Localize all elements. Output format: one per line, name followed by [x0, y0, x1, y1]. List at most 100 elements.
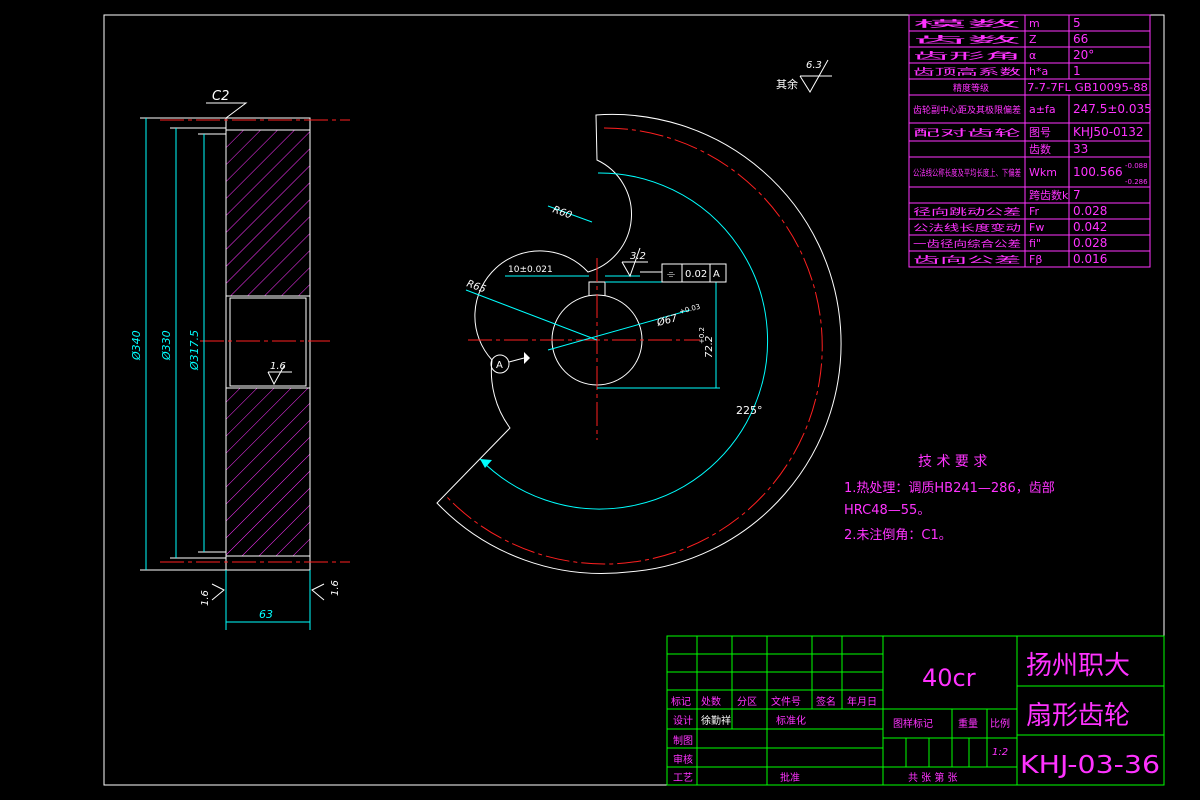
tech-line-2: HRC48—55。: [844, 503, 930, 518]
param-value: 0.028: [1073, 204, 1107, 218]
param-value: 7: [1073, 188, 1081, 202]
param-symbol: α: [1029, 49, 1036, 62]
tech-title: 技 术 要 求: [918, 454, 987, 470]
param-label: 公法线长度变动: [913, 222, 1021, 234]
hdr-mark: 标记: [671, 696, 691, 708]
svg-text:A: A: [496, 360, 503, 371]
dim-bore: Ø67: [655, 312, 680, 329]
row-design: 设计: [673, 714, 693, 727]
dim-d330: Ø330: [160, 330, 173, 361]
svg-text:其余: 其余: [776, 77, 798, 91]
scale-label: 比例: [990, 717, 1010, 730]
svg-text:3.2: 3.2: [630, 251, 646, 262]
param-value: 5: [1073, 16, 1081, 30]
row-draw: 制图: [673, 734, 693, 747]
svg-text:⌯: ⌯: [667, 269, 675, 280]
param-label: 精度等级: [953, 82, 989, 94]
param-value: 7-7-7FL GB10095-88: [1027, 81, 1148, 94]
roughness-keyway: 3.2: [621, 247, 648, 278]
param-symbol: 图号: [1029, 126, 1051, 139]
svg-text:1.6: 1.6: [200, 590, 211, 606]
param-value: 0.042: [1073, 220, 1107, 234]
hdr-count: 处数: [701, 695, 721, 708]
chamfer-label: C2: [212, 89, 229, 104]
param-label: 齿顶高系数: [913, 66, 1021, 78]
param-value: KHJ50-0132: [1073, 125, 1144, 139]
flatness-frame: ⌯ 0.02 A: [640, 263, 727, 283]
param-tol-lower: -0.286: [1125, 178, 1148, 186]
row-check: 审核: [673, 753, 693, 766]
param-symbol: 齿数: [1029, 143, 1051, 156]
param-label: 齿形角: [913, 50, 1021, 62]
dim-d340: Ø340: [130, 330, 143, 361]
param-label: 齿数: [913, 34, 1021, 46]
param-symbol: Fr: [1029, 205, 1040, 218]
material: 40cr: [922, 664, 976, 692]
row-process: 工艺: [673, 772, 693, 784]
pitch-arc: [446, 127, 823, 565]
hatch-top: [225, 129, 311, 297]
angle-label: 225°: [736, 404, 763, 417]
param-value: 0.028: [1073, 236, 1107, 250]
school-name: 扬州职大: [1026, 651, 1130, 681]
param-value: 100.566: [1073, 165, 1123, 179]
param-label: 径向跳动公差: [913, 206, 1021, 218]
dim-r65: R65: [465, 278, 487, 295]
std-label: 标准化: [776, 714, 806, 727]
part-name: 扇形齿轮: [1026, 701, 1130, 731]
param-value: 33: [1073, 142, 1088, 156]
angle-arc: [479, 172, 769, 510]
param-label: 模数: [913, 18, 1021, 30]
tech-line-1: 1.热处理：调质HB241—286，齿部: [844, 481, 1055, 496]
hdr-zone: 分区: [737, 696, 757, 708]
param-symbol: Wkm: [1029, 166, 1057, 179]
param-value: 20°: [1073, 48, 1094, 62]
param-symbol: 跨齿数k: [1029, 189, 1069, 202]
approve-label: 批准: [780, 771, 800, 784]
hdr-date: 年月日: [847, 695, 877, 708]
title-block: 标记 处数 分区 文件号 签名 年月日 设计 制图 审核 工艺 徐勤祥 标准化 …: [666, 635, 1165, 786]
param-value: 0.016: [1073, 252, 1107, 266]
sheet-label: 共 张 第 张: [908, 771, 958, 784]
drawing-number: KHJ-03-36: [1020, 750, 1160, 779]
weight-label: 重量: [958, 717, 978, 730]
param-value: 247.5±0.035: [1073, 102, 1152, 116]
param-value: 66: [1073, 32, 1088, 46]
svg-text:1.6: 1.6: [330, 580, 341, 596]
roughness-bore: 1.6: [267, 361, 292, 386]
stage-label: 图样标记: [893, 717, 933, 730]
tooth-strip-bottom: [225, 555, 311, 571]
dim-keyway-depth: 72.2: [704, 336, 715, 358]
dim-d317: Ø317.5: [188, 330, 201, 371]
param-symbol: Z: [1029, 33, 1037, 46]
bore-inner: [229, 297, 307, 387]
dim-r60: R60: [551, 204, 573, 221]
tech-requirements: 技 术 要 求 1.热处理：调质HB241—286，齿部 HRC48—55。 2…: [844, 454, 1055, 543]
designer-name: 徐勤祥: [701, 714, 731, 727]
sector-outline: [436, 113, 842, 574]
param-symbol: Fw: [1029, 221, 1044, 234]
tech-line-3: 2.未注倒角：C1。: [844, 528, 952, 543]
roughness-left: 1.6: [200, 583, 225, 606]
svg-text:1.6: 1.6: [270, 361, 286, 372]
param-symbol: m: [1029, 17, 1040, 30]
side-view: Ø340 Ø330 Ø317.5 63 C2 1.6 1.6 1.6: [130, 89, 350, 630]
param-symbol: Fβ: [1029, 253, 1042, 266]
svg-text:A: A: [713, 269, 720, 280]
param-label: 配对齿轮: [913, 127, 1021, 139]
roughness-note: 其余 6.3: [776, 59, 832, 93]
param-tol-upper: -0.088: [1125, 162, 1148, 170]
param-label: 齿轮副中心距及其极限偏差: [913, 104, 1021, 116]
hatch-bottom: [225, 387, 311, 557]
dim-width: 63: [259, 608, 273, 621]
param-symbol: fi": [1029, 237, 1041, 250]
svg-text:0.02: 0.02: [685, 269, 707, 280]
dim-bore-tol: +0.03: [678, 303, 701, 316]
drawing-border: [103, 14, 1165, 786]
hdr-file: 文件号: [771, 695, 801, 708]
param-label: 公法线公称长度及平均长度上、下偏差: [913, 167, 1021, 179]
roughness-right: 1.6: [311, 580, 341, 601]
front-view: 225° R60 R65 Ø67 +0.03 10±0.021 72.2 +0.…: [436, 113, 842, 574]
